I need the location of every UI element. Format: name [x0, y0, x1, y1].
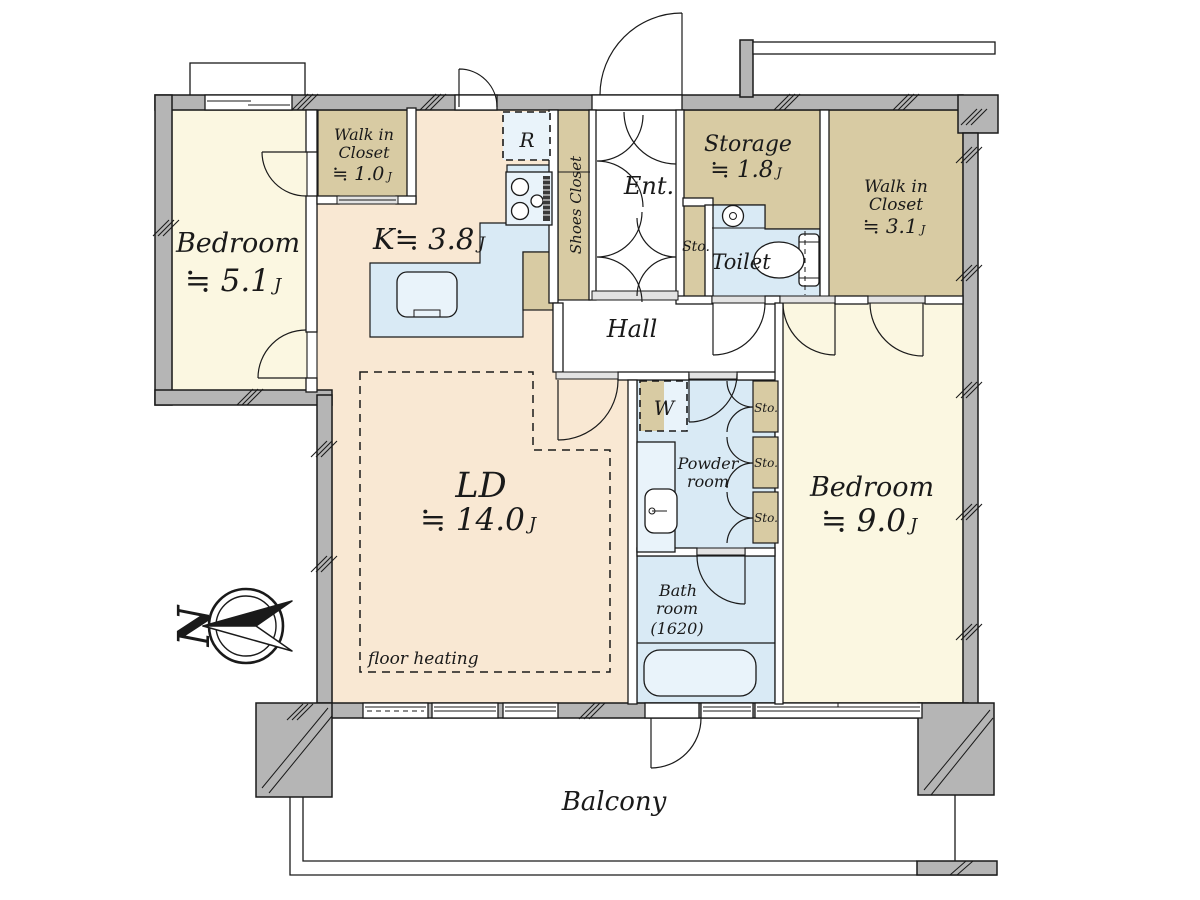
door-shoes-closet-lower — [596, 211, 643, 303]
label-wic1-line1: Walk in — [334, 125, 394, 144]
door-sto-2 — [726, 436, 754, 489]
bay-window — [189, 62, 306, 98]
floor-heating-zone — [359, 371, 611, 673]
door-sto-3 — [726, 491, 754, 544]
door-arcs — [257, 12, 924, 769]
label-balcony: Balcony — [561, 787, 667, 817]
corridor-post — [739, 39, 754, 98]
window-bedroom1-top — [204, 94, 293, 111]
label-washer: W — [654, 396, 676, 420]
label-shoes-closet: Shoes Closet — [567, 155, 585, 254]
balcony-railing — [289, 795, 998, 876]
stove-icon — [505, 171, 553, 226]
label-powder-line1: Powder — [677, 454, 740, 473]
sink-detail — [413, 309, 441, 317]
door-ld — [557, 379, 619, 441]
label-sto-1: Sto. — [754, 401, 778, 415]
label-wic2-line1: Walk in — [864, 177, 928, 197]
door-shoes-closet-upper — [596, 114, 644, 208]
door-bedroom1-wic — [261, 151, 307, 197]
label-wic1-line2: Closet — [338, 143, 390, 162]
label-floor-heating: floor heating — [366, 649, 479, 669]
washer-icon — [639, 380, 688, 432]
fixtures — [502, 111, 820, 697]
label-wic2-line2: Closet — [869, 195, 923, 215]
label-bath-line3: (1620) — [650, 619, 703, 638]
wall-openings — [204, 94, 923, 719]
room-bedroom-1 — [171, 109, 308, 392]
door-sto-hall — [636, 217, 677, 297]
refrigerator-icon — [502, 111, 551, 161]
pillar-hatches — [261, 707, 994, 796]
door-service — [458, 68, 498, 108]
toilet-fixture-icon — [721, 204, 820, 295]
compass-north-label: N — [169, 604, 220, 648]
label-toilet: Toilet — [711, 250, 771, 274]
kitchen-sink-icon — [396, 271, 458, 318]
wall-hatch-marks — [152, 93, 988, 721]
balcony-door-gap — [644, 702, 700, 719]
label-entrance: Ent. — [623, 172, 674, 200]
label-sto-2: Sto. — [754, 456, 778, 470]
label-bedroom1-name: Bedroom — [175, 228, 300, 259]
door-toilet — [712, 302, 766, 356]
door-powder — [688, 373, 738, 423]
shoes-closet — [557, 109, 591, 301]
label-sto-3: Sto. — [754, 511, 778, 525]
label-bedroom2-name: Bedroom — [809, 472, 934, 503]
toilet-sink-icon — [721, 204, 745, 228]
washer-space — [639, 380, 688, 432]
door-entrance — [599, 12, 683, 96]
door-bedroom1 — [257, 329, 307, 379]
label-storage-name: Storage — [704, 132, 792, 157]
label-sto-hall: Sto. — [682, 239, 710, 255]
kitchen-cabinet — [522, 251, 554, 311]
powder-sink-icon — [644, 488, 678, 534]
door-bath — [696, 555, 746, 605]
service-door-gap — [454, 94, 498, 111]
entrance-step — [591, 290, 679, 301]
label-ld-name: LD — [454, 466, 506, 506]
entrance-door-gap — [591, 94, 683, 111]
room-bedroom-2 — [777, 302, 964, 704]
door-sto-1 — [726, 380, 754, 433]
door-wic2 — [869, 302, 924, 357]
outer-corridor-wall — [752, 41, 996, 55]
door-bedroom2 — [782, 302, 836, 356]
compass-icon: N — [169, 587, 293, 665]
label-hall: Hall — [606, 315, 658, 343]
room-walk-in-closet-2 — [827, 109, 964, 298]
label-bath-line2: room — [656, 599, 698, 618]
door-entrance-inner — [623, 111, 677, 165]
balcony-pillar-right — [917, 702, 995, 796]
label-bath-line1: Bath — [658, 581, 697, 600]
door-balcony — [650, 717, 702, 769]
label-fridge: R — [518, 128, 534, 152]
door-sills — [555, 290, 926, 556]
sto-boxes-powder — [752, 380, 779, 544]
bathtub-icon — [643, 649, 757, 697]
label-powder-line2: room — [687, 472, 729, 491]
